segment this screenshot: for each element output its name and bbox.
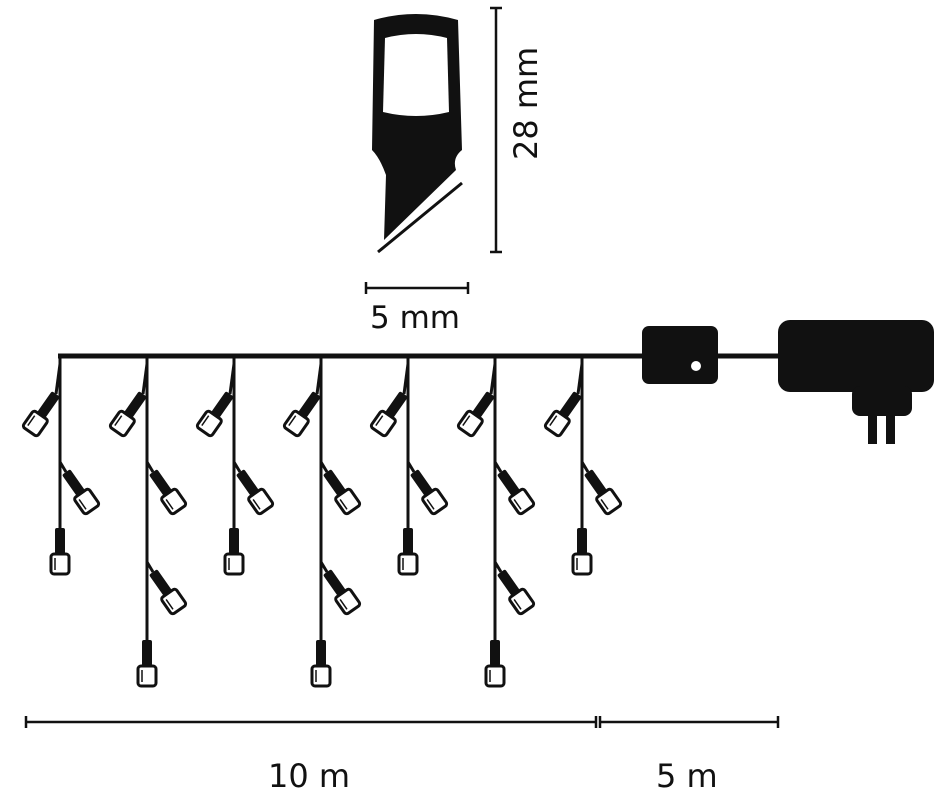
led-bulb [571, 526, 593, 576]
led-bulb [318, 565, 363, 617]
led-bulb [368, 387, 413, 439]
led-bulb [281, 387, 326, 439]
power-adapter [778, 320, 934, 444]
led-bulb [144, 565, 189, 617]
icicle-drop [107, 356, 189, 688]
bulb-height-label: 28 mm [507, 46, 545, 160]
width-dimension-line [364, 282, 470, 294]
led-bulb [492, 565, 537, 617]
controller-box [642, 326, 718, 384]
icicle-drop [20, 356, 102, 576]
lead-length-dimension-line [598, 716, 780, 728]
led-bulb [136, 638, 158, 688]
led-bulb [223, 526, 245, 576]
led-bulb [57, 465, 102, 517]
led-bulb [49, 526, 71, 576]
led-bulb [405, 465, 450, 517]
icicle-drop [194, 356, 276, 576]
led-bulb [318, 465, 363, 517]
bulb-closeup [372, 14, 463, 254]
icicle-drop [455, 356, 537, 688]
icicle-drop [368, 356, 450, 576]
led-bulb [579, 465, 624, 517]
string-length-dimension-line [24, 716, 598, 728]
string-length-label: 10 m [268, 757, 351, 795]
led-bulb [492, 465, 537, 517]
led-bulb [484, 638, 506, 688]
led-bulb [20, 387, 65, 439]
led-bulb [231, 465, 276, 517]
led-bulb [455, 387, 500, 439]
icicle-drops [20, 356, 624, 688]
led-bulb [107, 387, 152, 439]
bulb-width-label: 5 mm [370, 300, 460, 336]
icicle-drop [281, 356, 363, 688]
led-bulb [194, 387, 239, 439]
height-dimension-line [490, 6, 502, 254]
icicle-drop [542, 356, 624, 576]
led-bulb [144, 465, 189, 517]
lead-length-label: 5 m [656, 757, 718, 795]
led-bulb [542, 387, 587, 439]
led-bulb [397, 526, 419, 576]
led-bulb [310, 638, 332, 688]
